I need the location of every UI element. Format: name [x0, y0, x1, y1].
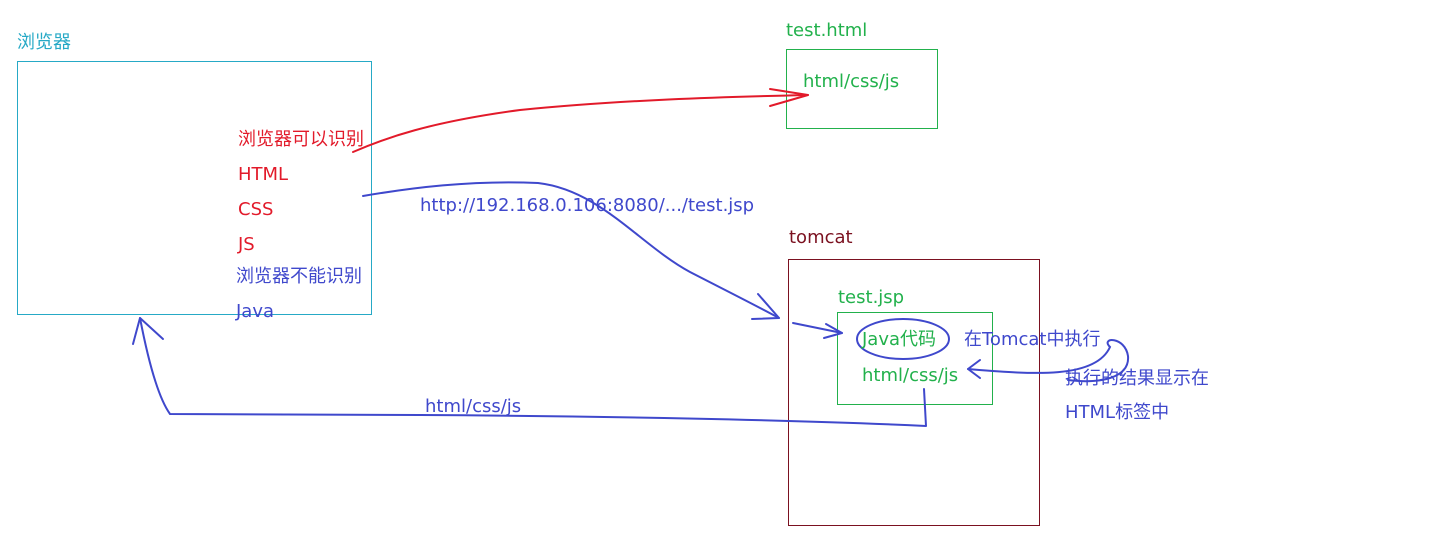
red-arrowhead	[769, 88, 809, 107]
test-jsp-box	[837, 312, 993, 405]
result-note-line2: HTML标签中	[1065, 402, 1170, 423]
execute-in-tomcat-note: 在Tomcat中执行	[964, 329, 1101, 350]
browser-css-label: CSS	[238, 199, 274, 220]
java-code-circle	[856, 318, 950, 360]
blue-response-arrowhead	[132, 317, 164, 345]
into-jsp-arrowhead	[823, 323, 843, 339]
result-arrow	[967, 339, 1130, 383]
test-jsp-filename: test.jsp	[838, 287, 905, 308]
test-html-box	[786, 49, 938, 129]
browser-box	[17, 61, 372, 315]
result-arrowhead	[967, 359, 981, 379]
red-request-arrow	[352, 94, 809, 153]
java-code-label: Java代码	[862, 329, 937, 350]
test-html-filename: test.html	[786, 20, 868, 41]
result-note-line1: 执行的结果显示在	[1065, 368, 1209, 389]
blue-request-arrowhead	[751, 293, 780, 320]
response-label: html/css/js	[425, 396, 522, 417]
tomcat-box	[788, 259, 1040, 526]
request-url-label: http://192.168.0.106:8080/.../test.jsp	[420, 195, 755, 216]
browser-can-recognize: 浏览器可以识别	[238, 129, 364, 150]
browser-cannot-recognize: 浏览器不能识别	[236, 266, 362, 287]
browser-js-label: JS	[238, 234, 255, 255]
blue-response-arrow	[139, 317, 927, 427]
browser-title: 浏览器	[17, 32, 71, 53]
into-jsp-arrow	[792, 322, 843, 334]
tomcat-title: tomcat	[789, 227, 853, 248]
blue-request-arrow	[362, 181, 780, 319]
browser-html-label: HTML	[238, 164, 289, 185]
jsp-html-content: html/css/js	[862, 365, 959, 386]
test-html-content: html/css/js	[803, 71, 900, 92]
browser-java-label: Java	[236, 301, 275, 322]
